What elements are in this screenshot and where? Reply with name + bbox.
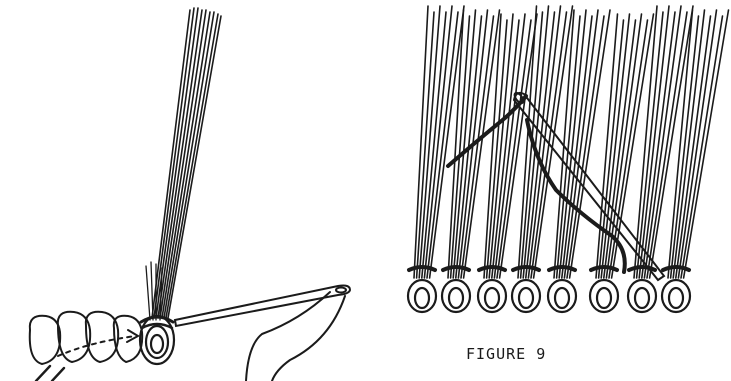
path-arrowhead bbox=[127, 330, 138, 342]
needle-left bbox=[175, 286, 350, 327]
figure-caption: FIGURE 9 bbox=[466, 345, 546, 363]
knot-ball-inner bbox=[669, 288, 683, 308]
knot-band bbox=[591, 267, 617, 270]
tied-knot bbox=[140, 316, 174, 364]
thread-strand bbox=[424, 6, 452, 278]
left-illustration bbox=[30, 8, 350, 381]
right-illustration bbox=[408, 6, 729, 312]
edge-strands bbox=[36, 366, 64, 381]
thread-strand bbox=[487, 20, 507, 278]
thread-strand bbox=[570, 10, 610, 278]
loop-row-left bbox=[30, 312, 142, 364]
thread-columns-right bbox=[414, 6, 729, 278]
thread-strand bbox=[681, 16, 723, 278]
threading-path-dotted bbox=[58, 336, 136, 356]
knot-ball-inner bbox=[415, 288, 429, 308]
knot-ball-inner bbox=[485, 288, 499, 308]
knot-ball-inner bbox=[519, 288, 533, 308]
knot-band bbox=[629, 267, 655, 270]
yarn-tail-left bbox=[246, 292, 345, 381]
knot-ball-inner bbox=[555, 288, 569, 308]
thread-strand bbox=[497, 20, 531, 278]
thread-strand bbox=[419, 6, 440, 278]
knot-ball-inner bbox=[449, 288, 463, 308]
knot-band bbox=[663, 267, 689, 270]
knot-ball-inner bbox=[597, 288, 611, 308]
knot-ball-inner bbox=[635, 288, 649, 308]
